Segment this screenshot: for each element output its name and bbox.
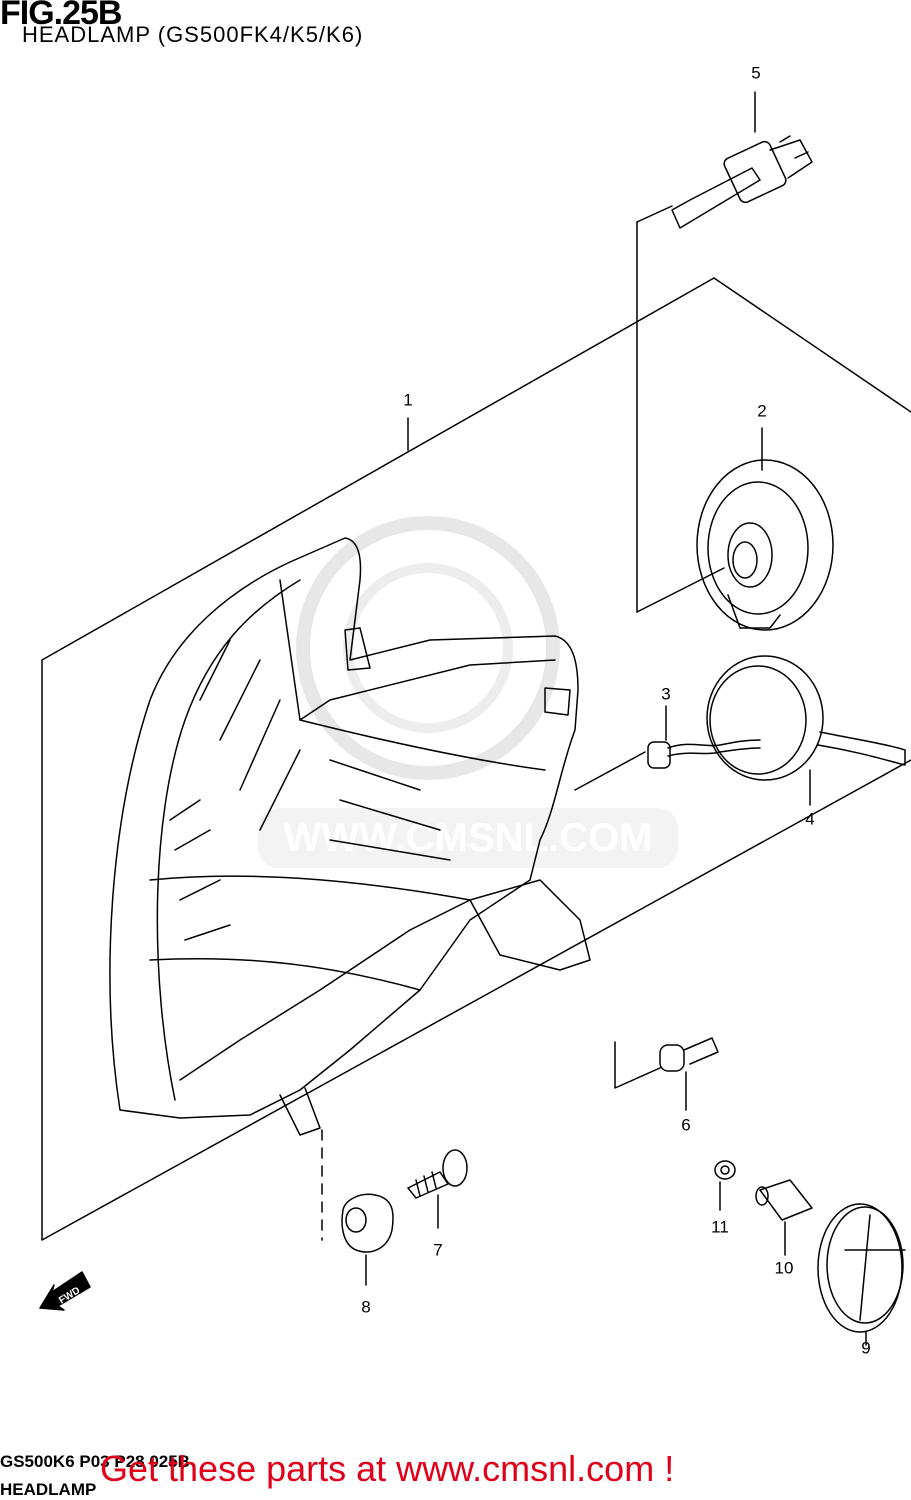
- callout-10: 10: [774, 1258, 794, 1278]
- part-6-position-bulb: [659, 1037, 719, 1111]
- diagram-code: GS500K6 P03 P28 025B: [0, 1452, 190, 1471]
- part-7-screw: [407, 1149, 468, 1229]
- figure-id: FIG.25B: [0, 0, 122, 32]
- part-11-washer: [714, 1160, 736, 1211]
- promo-link[interactable]: Get these parts at www.cmsnl.com !: [100, 1448, 675, 1489]
- watermark-text: WWW.CMSNL.COM: [284, 816, 653, 860]
- headlamp-housing: [109, 537, 591, 1136]
- part-8-grommet: [341, 1193, 394, 1286]
- part-3-bulb-socket: [647, 705, 761, 769]
- callout-8: 8: [361, 1297, 371, 1317]
- part-9-cap: [817, 1203, 906, 1346]
- part-4-rubber-boot: [706, 655, 906, 806]
- fwd-arrow-icon: [39, 1271, 91, 1311]
- figure-title: HEADLAMP (GS500FK4/K5/K6): [22, 22, 364, 47]
- callout-2: 2: [757, 401, 767, 421]
- part-10-pin: [755, 1179, 813, 1256]
- callout-1: 1: [403, 390, 413, 410]
- callout-6: 6: [681, 1115, 691, 1135]
- guide-lines: [321, 91, 763, 1241]
- callout-4: 4: [805, 809, 815, 829]
- callout-3: 3: [661, 684, 671, 704]
- assembly-outline: [41, 277, 911, 1241]
- cmsnl-watermark: WWW.CMSNL.COM: [258, 516, 678, 868]
- callout-11: 11: [711, 1217, 729, 1237]
- callout-9: 9: [861, 1338, 871, 1358]
- part-2-socket-ring: [696, 459, 834, 631]
- callout-7: 7: [433, 1240, 443, 1260]
- part-5-headlamp-bulb: [671, 135, 813, 229]
- callout-5: 5: [751, 63, 761, 83]
- section-name: HEADLAMP: [0, 1480, 97, 1499]
